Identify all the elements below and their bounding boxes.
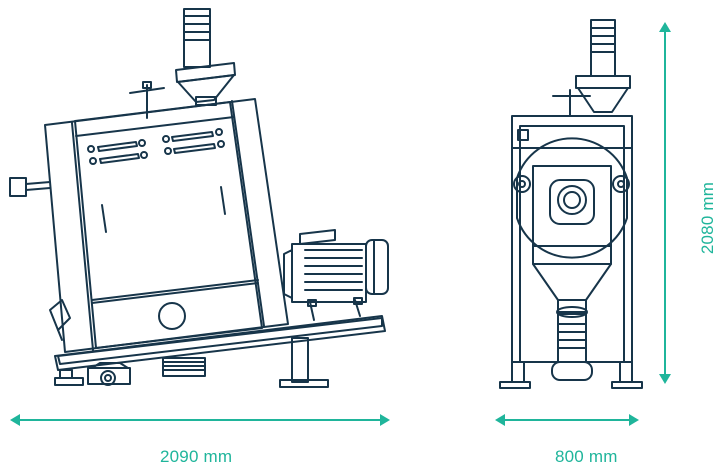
side-feet-right [279,337,329,388]
side-top-handle [129,81,165,119]
arrow-right-icon [629,414,639,426]
side-sieve-slots [87,128,225,165]
side-valve [49,299,71,341]
dimension-line-side-width [10,414,390,426]
side-main-body [44,98,289,353]
front-door [532,165,612,247]
arrow-down-icon [659,374,671,384]
side-hopper [175,8,236,106]
dimension-line-front-width [495,414,639,426]
arrow-up-icon [659,22,671,32]
front-rotor-housing [513,137,630,259]
side-motor [283,229,389,321]
side-width-label: 2090 mm [160,447,233,466]
front-cone [532,245,612,301]
arrow-left-icon [10,414,20,426]
front-legs [499,361,643,389]
side-view [9,8,389,388]
front-outlet [551,299,593,381]
side-crank [9,177,51,197]
dimension-line-height [659,22,671,384]
side-bottom-grille [162,357,206,377]
side-base-frame [54,315,386,371]
arrow-right-icon [380,414,390,426]
arrow-left-icon [495,414,505,426]
side-wheel-assembly [87,362,131,386]
front-top-handle [552,89,591,117]
side-feet-left [54,369,84,386]
height-label: 2080 mm [698,181,717,255]
front-hopper [575,19,631,113]
front-width-label: 800 mm [555,447,618,466]
front-view [499,19,643,389]
